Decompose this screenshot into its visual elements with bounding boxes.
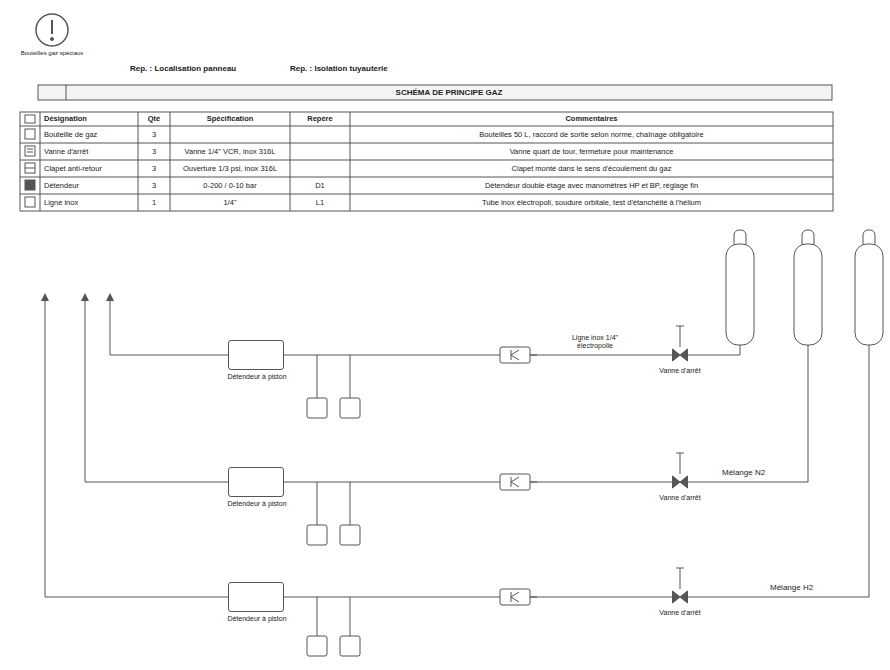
table-cell: 3: [140, 143, 168, 160]
table-header: Qté: [140, 112, 168, 126]
regulator-box: Détendeur à piston: [228, 582, 284, 612]
table-cell: Vanne d'arrêt: [44, 143, 134, 160]
table-cell: Tube inox électropoli, soudure orbitale,…: [354, 194, 829, 211]
diagram-title: SCHÉMA DE PRINCIPE GAZ: [66, 85, 832, 100]
shutoff-valve: Vanne d'arrêt: [672, 589, 688, 605]
shutoff-valve: Vanne d'arrêt: [672, 347, 688, 363]
table-header: Spécification: [174, 112, 286, 126]
regulator-box: Détendeur à piston: [228, 467, 284, 497]
table-cell: 3: [140, 177, 168, 194]
table-cell: Détendeur: [44, 177, 134, 194]
key-label: Rep. : Isolation tuyauterie: [290, 64, 440, 74]
table-cell: 1/4": [174, 194, 286, 211]
pipe-line: [284, 482, 672, 483]
table-header: Repère: [292, 112, 348, 126]
table-cell: Bouteilles 50 L, raccord de sortie selon…: [354, 126, 829, 143]
valve-label: Vanne d'arrêt: [648, 494, 712, 502]
table-cell: Ligne inox: [44, 194, 134, 211]
valve-label: Vanne d'arrêt: [648, 367, 712, 375]
table-cell: 3: [140, 160, 168, 177]
table-cell: Vanne quart de tour, fermeture pour main…: [354, 143, 829, 160]
table-header: Désignation: [44, 112, 134, 126]
valve-shape: [673, 349, 688, 361]
regulator-label: Détendeur à piston: [219, 373, 295, 381]
regulator-label: Détendeur à piston: [219, 500, 295, 508]
table-cell: L1: [292, 194, 348, 211]
table-cell: D1: [292, 177, 348, 194]
valve-label: Vanne d'arrêt: [648, 609, 712, 617]
valve-shape: [673, 591, 688, 603]
gas-label: Mélange H2: [770, 583, 850, 593]
valve-symbol: [672, 474, 688, 490]
table-cell: Vanne 1/4" VCR, inox 316L: [174, 143, 286, 160]
table-cell: Détendeur double étage avec manomètres H…: [354, 177, 829, 194]
valve-symbol: [672, 589, 688, 605]
valve-shape: [673, 476, 688, 488]
table-cell: 0-200 / 0-10 bar: [174, 177, 286, 194]
table-cell: Clapet anti-retour: [44, 160, 134, 177]
table-cell: Clapet monté dans le sens d'écoulement d…: [354, 160, 829, 177]
regulator-box: Détendeur à piston: [228, 340, 284, 370]
shutoff-valve: Vanne d'arrêt: [672, 474, 688, 490]
regulator-label: Détendeur à piston: [219, 615, 295, 623]
table-cell: 1: [140, 194, 168, 211]
gas-label: Mélange N2: [722, 468, 792, 478]
table-cell: Bouteille de gaz: [44, 126, 134, 143]
line-label: Ligne inox 1/4" électropolie: [555, 334, 635, 350]
pipe-line: [284, 597, 672, 598]
legend-caption: Bouteilles gaz spéciaux: [10, 50, 94, 57]
pipe-line: [284, 355, 672, 356]
valve-symbol: [672, 347, 688, 363]
key-label: Rep. : Localisation panneau: [130, 64, 280, 74]
table-header: Commentaires: [354, 112, 829, 126]
table-cell: Ouverture 1/3 psi, inox 316L: [174, 160, 286, 177]
table-cell: 3: [140, 126, 168, 143]
